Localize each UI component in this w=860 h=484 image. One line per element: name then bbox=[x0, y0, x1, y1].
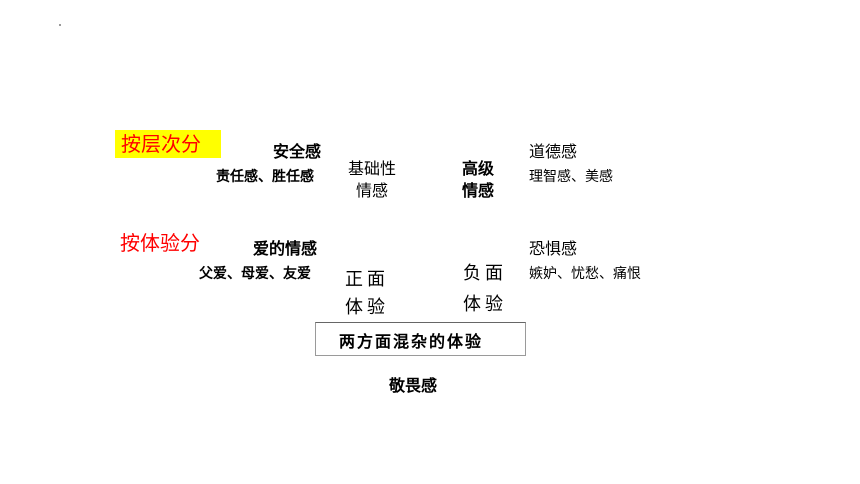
security-items: 责任感、胜任感 bbox=[216, 169, 314, 185]
basic-emotion-label: 基础性 情感 bbox=[348, 159, 397, 200]
mixed-experience-box bbox=[315, 322, 526, 356]
moral-title: 道德感 bbox=[529, 142, 578, 161]
awe-item: 敬畏感 bbox=[389, 376, 438, 395]
decorative-dot bbox=[59, 24, 61, 26]
by-level-label: 按层次分 bbox=[115, 130, 221, 158]
fear-title: 恐惧感 bbox=[529, 239, 578, 258]
love-items: 父爱、母爱、友爱 bbox=[199, 266, 311, 282]
negative-experience-label: 负面 体验 bbox=[463, 263, 507, 315]
advanced-emotion-label: 高级 情感 bbox=[462, 159, 495, 200]
love-title: 爱的情感 bbox=[253, 239, 318, 258]
by-experience-label: 按体验分 bbox=[120, 231, 200, 255]
mixed-experience-label: 两方面混杂的体验 bbox=[339, 332, 484, 351]
moral-items: 理智感、美感 bbox=[529, 169, 613, 185]
fear-items: 嫉妒、忧愁、痛恨 bbox=[529, 266, 641, 282]
positive-experience-label: 正面 体验 bbox=[345, 269, 389, 318]
security-title: 安全感 bbox=[273, 142, 322, 161]
